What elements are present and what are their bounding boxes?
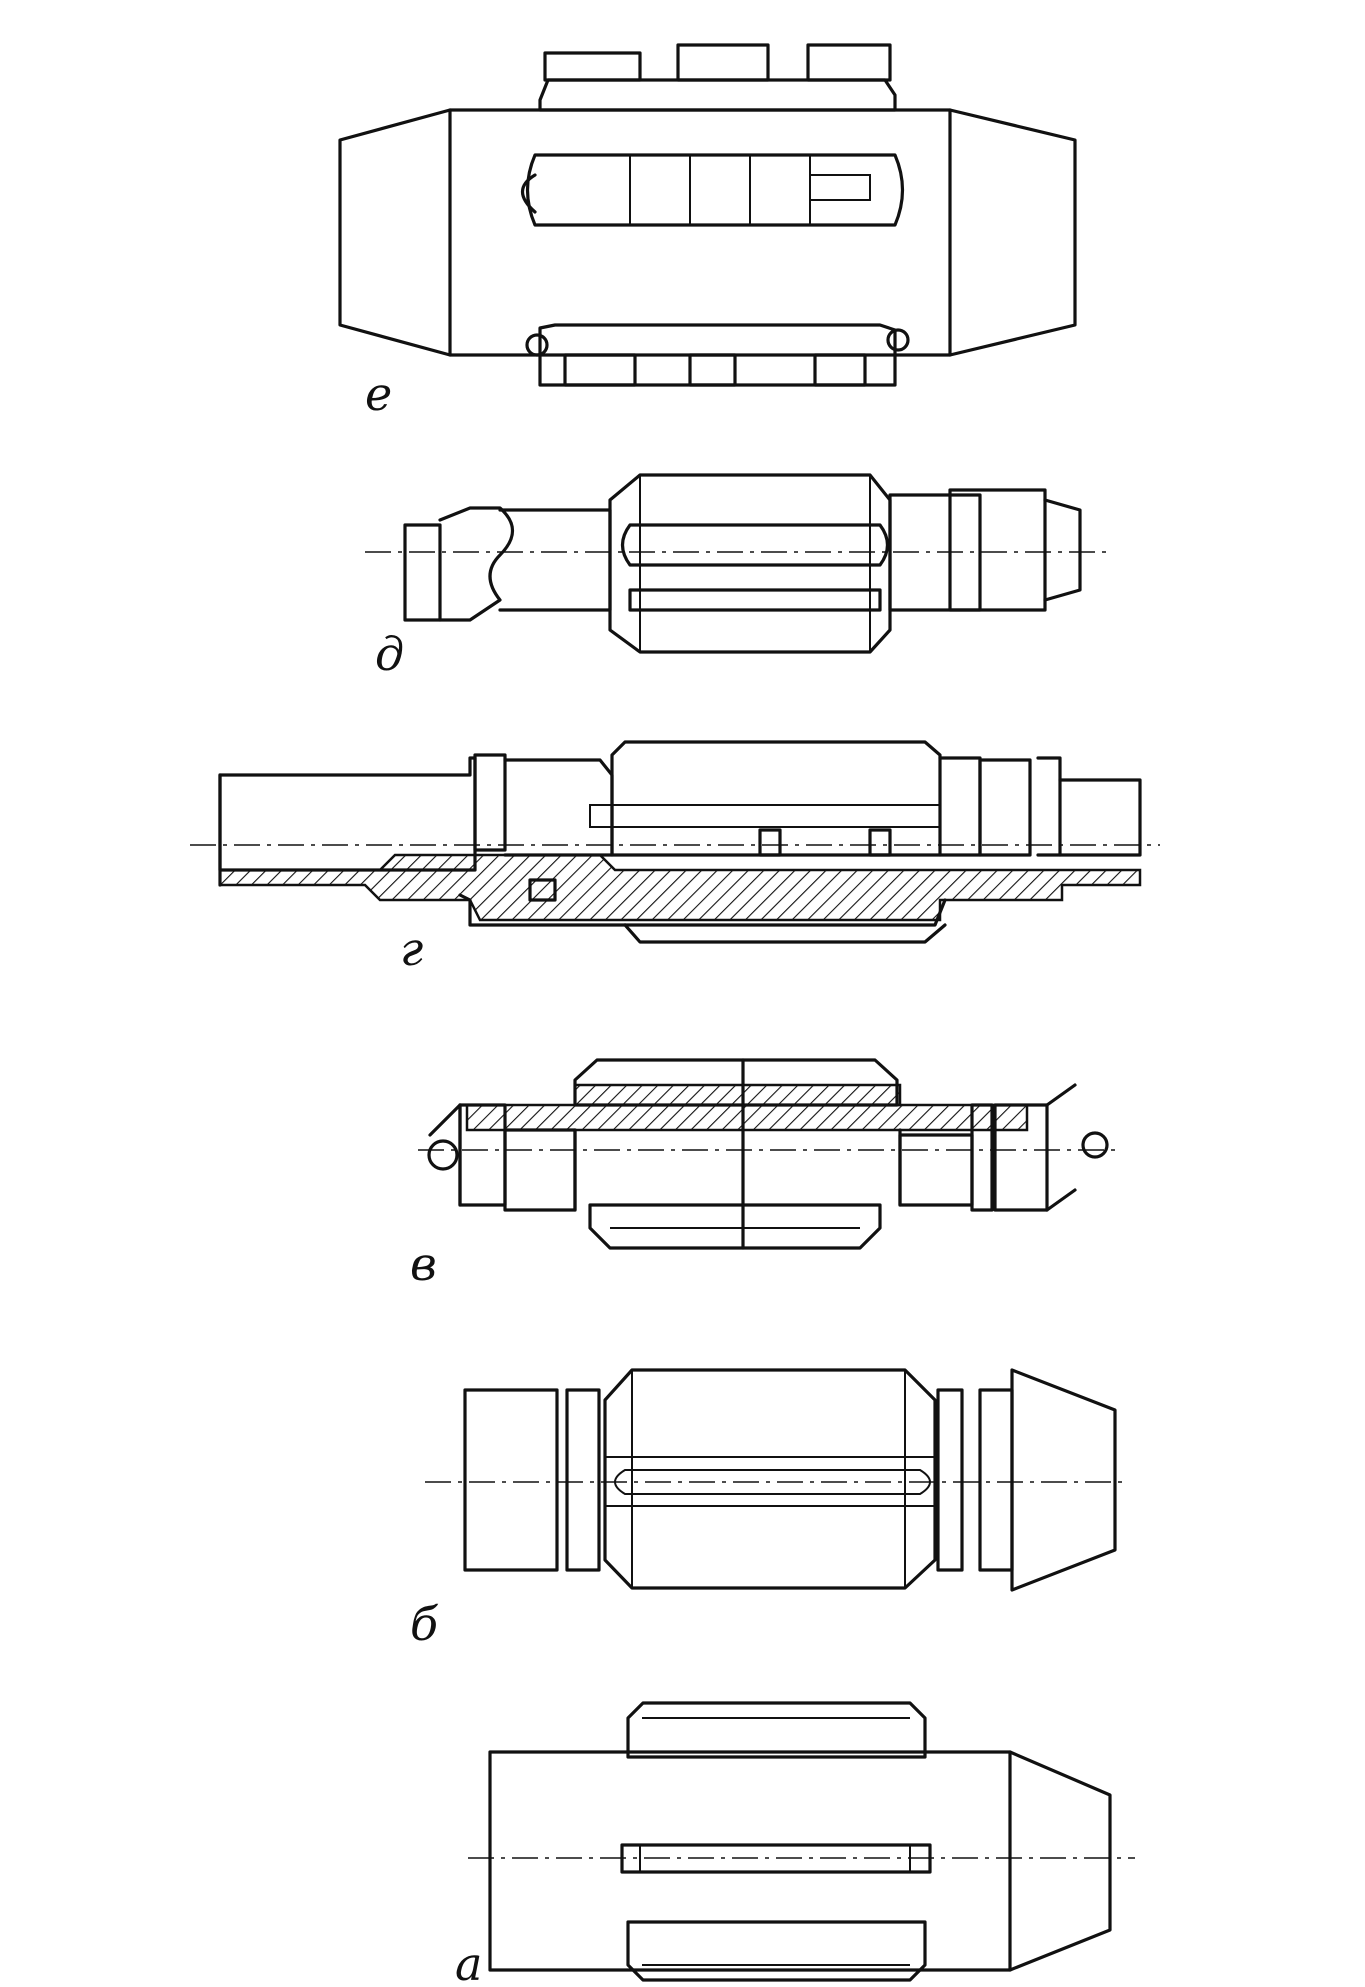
tool-g-upper-slip bbox=[610, 740, 942, 857]
tool-b-blade-body bbox=[603, 1368, 937, 1590]
tool-e-upper-slip bbox=[538, 78, 897, 112]
tool-v-lower-slip bbox=[588, 1203, 882, 1250]
figure-a: а bbox=[455, 1701, 1135, 1987]
figure-d: д bbox=[365, 473, 1110, 681]
label-v: в bbox=[410, 1237, 437, 1291]
label-g: г bbox=[400, 922, 423, 976]
label-a: а bbox=[455, 1937, 482, 1987]
tool-a-blade-mid bbox=[620, 1843, 932, 1874]
tool-g-body bbox=[218, 756, 477, 872]
figure-b: б bbox=[410, 1368, 1125, 1651]
tool-d-blade-body bbox=[608, 473, 892, 654]
figure-v: в bbox=[410, 1058, 1115, 1291]
figure-e: е bbox=[338, 43, 1077, 421]
tool-b-cone bbox=[1010, 1368, 1117, 1592]
tool-a-blade-top bbox=[626, 1701, 927, 1759]
label-d: д bbox=[375, 627, 404, 681]
label-e: е bbox=[365, 367, 392, 421]
tool-a-blade-bottom bbox=[626, 1920, 927, 1982]
label-b: б bbox=[410, 1597, 439, 1651]
figure-g: г bbox=[190, 740, 1160, 976]
tool-a-body bbox=[488, 1750, 1112, 1972]
tool-g-section bbox=[218, 853, 1142, 922]
tool-e-middle-slip bbox=[525, 153, 905, 227]
